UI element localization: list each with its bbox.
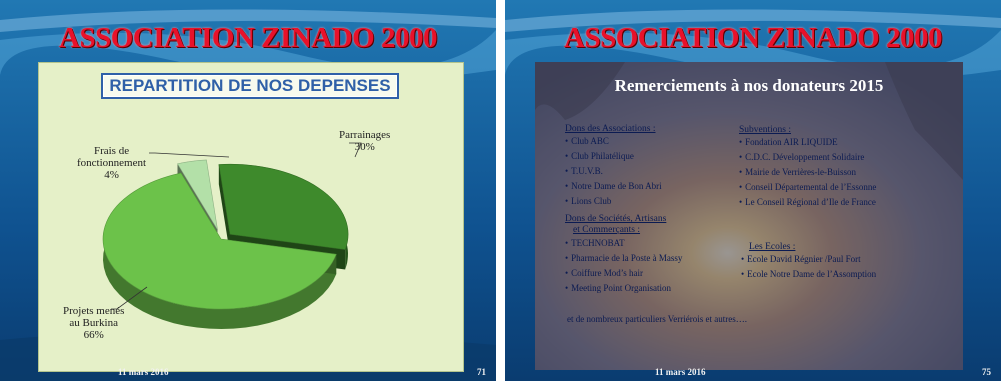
list-item: •Coiffure Mod’s hair <box>565 268 643 278</box>
societes-title: Dons de Sociétés, Artisans et Commerçant… <box>565 214 667 235</box>
subventions-list: •Fondation AIR LIQUIDE •C.D.C. Développe… <box>739 135 876 210</box>
list-item: •Club Philatélique <box>565 151 634 161</box>
slide-title: ASSOCIATION ZINADO 2000 <box>564 22 942 54</box>
list-item: •Le Conseil Régional d’Ile de France <box>739 197 876 207</box>
list-item: •Pharmacie de la Poste à Massy <box>565 253 683 263</box>
list-item: •Fondation AIR LIQUIDE <box>739 137 838 147</box>
list-item: •T.U.V.B. <box>565 166 603 176</box>
list-item: •Ecole Notre Dame de l’Assomption <box>741 269 877 279</box>
subventions-title: Subventions : <box>739 125 791 135</box>
list-item: •Conseil Départemental de l’Essonne <box>739 182 877 192</box>
ecoles-list: •Ecole David Régnier /Paul Fort •Ecole N… <box>741 252 876 282</box>
list-item: •Club ABC <box>565 136 609 146</box>
list-item: •TECHNOBAT <box>565 238 625 248</box>
donors-note: et de nombreux particuliers Verriérois e… <box>567 314 748 324</box>
list-item: •Mairie de Verrières-le-Buisson <box>739 167 856 177</box>
slide-donors: ASSOCIATION ZINADO 2000 Remerciements à … <box>505 0 1001 381</box>
page-number: 71 <box>477 367 486 377</box>
slide-expenses: ASSOCIATION ZINADO 2000 REPARTITION DE N… <box>0 0 496 381</box>
pie-leader-line <box>111 286 148 310</box>
ecoles-title: Les Ecoles : <box>749 242 796 252</box>
donors-heading: Remerciements à nos donateurs 2015 <box>614 76 884 95</box>
donors-panel: Remerciements à nos donateurs 2015 Dons … <box>535 62 963 370</box>
associations-title: Dons des Associations : <box>565 124 656 134</box>
pie-leader-line <box>149 152 230 158</box>
associations-list: •Club ABC •Club Philatélique •T.U.V.B. •… <box>565 134 662 209</box>
slide-title: ASSOCIATION ZINADO 2000 <box>59 22 437 54</box>
list-item: •Meeting Point Organisation <box>565 283 671 293</box>
pie-label-parrainages: Parrainages 30% <box>339 129 391 153</box>
list-item: •C.D.C. Développement Solidaire <box>739 152 865 162</box>
pie-slice-frais <box>177 159 218 230</box>
pie-label-projets: Projets menés au Burkina 66% <box>63 305 125 341</box>
chart-title: REPARTITION DE NOS DEPENSES <box>101 73 399 99</box>
list-item: •Notre Dame de Bon Abri <box>565 181 662 191</box>
footer-date: 11 mars 2016 <box>655 367 706 377</box>
pie-leader-line <box>349 142 362 158</box>
list-item: •Lions Club <box>565 196 612 206</box>
pie-slice-projets <box>102 172 337 310</box>
pie-slice-parrainages <box>218 163 349 250</box>
pie-label-frais: Frais de fonctionnement 4% <box>77 145 147 181</box>
societes-list: •TECHNOBAT •Pharmacie de la Poste à Mass… <box>565 236 682 296</box>
footer-date: 11 mars 2016 <box>118 367 169 377</box>
page-number: 75 <box>982 367 991 377</box>
list-item: •Ecole David Régnier /Paul Fort <box>741 254 861 264</box>
chart-panel: REPARTITION DE NOS DEPENSES Parrainages … <box>38 62 464 372</box>
pie-chart <box>102 142 362 329</box>
